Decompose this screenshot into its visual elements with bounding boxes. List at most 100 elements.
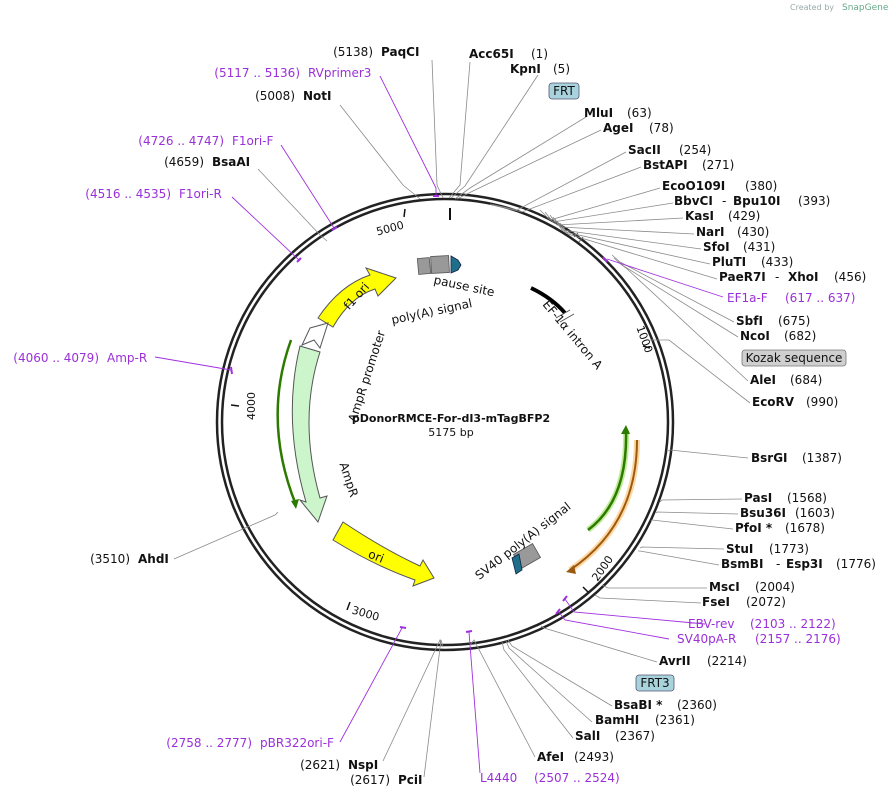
site-pos-pfoi: (1678) xyxy=(785,521,825,535)
site-name-fsei: FseI xyxy=(702,595,730,609)
frt3-label: FRT3 xyxy=(640,676,669,690)
primer-range-ebv-rev: (2103 .. 2122) xyxy=(750,617,836,631)
primer-name-ef1a-f: EF1a-F xyxy=(727,291,768,305)
site-pos-pcii: (2617) xyxy=(350,773,390,787)
ori-label: ori xyxy=(366,547,386,566)
primer-range-amp-r: (4060 .. 4079) xyxy=(13,351,99,365)
site-pos-ahdi: (3510) xyxy=(90,552,130,566)
ampr-promoter-label: AmpR promoter xyxy=(345,329,388,424)
primer-range-f1ori-f: (4726 .. 4747) xyxy=(138,134,224,148)
site-name-alei: AleI xyxy=(750,373,776,387)
site-sep-bsmbi: - xyxy=(776,557,780,571)
site-pos-ncoi: (682) xyxy=(784,329,816,343)
polya-signal-box xyxy=(416,257,432,275)
tick-label-5000: 5000 xyxy=(375,219,405,239)
site-name-nari: NarI xyxy=(696,225,725,239)
site-name-bsabi: BsaBI * xyxy=(614,698,663,712)
site-sep-paer7i: - xyxy=(775,270,779,284)
site-name-ecorv: EcoRV xyxy=(752,395,795,409)
site-name-noti: NotI xyxy=(303,89,332,103)
primer-range-f1ori-r: (4516 .. 4535) xyxy=(85,187,171,201)
site-pos-sali: (2367) xyxy=(615,729,655,743)
ampr-arrow xyxy=(291,345,328,524)
site-pos-bstapi: (271) xyxy=(702,158,734,172)
site-name-sali: SalI xyxy=(575,729,600,743)
tick-5000 xyxy=(403,208,406,218)
pause-site-arrowhead xyxy=(450,255,462,274)
site-name-paer7i: PaeR7I xyxy=(719,270,766,284)
ef1a-end-mark-2 xyxy=(559,313,575,323)
site-pos-msci: (2004) xyxy=(755,580,795,594)
primer-mark-amp-r xyxy=(230,366,233,375)
primer-mark-ebv-rev xyxy=(562,595,568,602)
backbone-outer xyxy=(215,192,675,652)
site-name-acc65i: Acc65I xyxy=(469,47,514,61)
enzyme-leader-lines xyxy=(173,59,751,778)
site-name-sacii: SacII xyxy=(628,143,661,157)
sv40-polya-arrowhead xyxy=(511,553,523,575)
site-name-msci: MscI xyxy=(709,580,740,594)
tick-3000 xyxy=(346,601,351,611)
site-pos-pasi: (1568) xyxy=(787,491,827,505)
site-name-bsu36i: Bsu36I xyxy=(740,506,786,520)
site-name-sfoi: SfoI xyxy=(703,240,730,254)
mtagbfp2-arrowhead xyxy=(566,565,576,574)
pause-site-box xyxy=(430,255,450,274)
site-name-avrii: AvrII xyxy=(659,654,691,668)
site-pos-nspi: (2621) xyxy=(300,758,340,772)
site-pos-paqci: (5138) xyxy=(333,45,373,59)
primer-range-rvprimer3: (5117 .. 5136) xyxy=(214,66,300,80)
site-pos-pluti: (433) xyxy=(761,255,793,269)
ampr-promoter-arrow xyxy=(300,322,329,350)
site-pos-bamhi: (2361) xyxy=(655,713,695,727)
created-by-text: Created by xyxy=(790,3,834,12)
site-pos-acc65i: (1) xyxy=(531,47,548,61)
primer-name-ebv-rev: EBV-rev xyxy=(688,617,734,631)
primer-name-sv40pa-r: SV40pA-R xyxy=(677,632,736,646)
site-pos-bbvci: (393) xyxy=(798,194,830,208)
site-pos-mlui: (63) xyxy=(627,106,652,120)
frt3-box xyxy=(635,674,675,692)
site-ticks xyxy=(573,232,584,243)
site-pos-ecorv: (990) xyxy=(806,395,838,409)
tick-label-4000: 4000 xyxy=(245,392,258,420)
site-name-ncoi: NcoI xyxy=(740,329,770,343)
primer-range-ef1a-f: (617 .. 637) xyxy=(785,291,855,305)
snapgene-logo-text: SnapGene xyxy=(842,3,889,13)
primer-name-rvprimer3: RVprimer3 xyxy=(308,66,371,80)
site-pos-fsei: (2072) xyxy=(746,595,786,609)
site-pos-bsabi: (2360) xyxy=(677,698,717,712)
ampr-orf-arrowhead xyxy=(291,499,299,509)
site-name-pfoi: PfoI * xyxy=(735,521,773,535)
frt-box xyxy=(548,82,580,100)
polya-signal-label: poly(A) signal xyxy=(390,296,473,327)
site-pos-stui: (1773) xyxy=(769,542,809,556)
green-orf-arrowhead xyxy=(621,425,630,434)
site-sep-bbvci: - xyxy=(722,194,726,208)
site-name-bsrgi: BsrGI xyxy=(751,451,788,465)
enzyme-labels: (5138) PaqCI Acc65I (1) KpnI (5) (5008) … xyxy=(90,45,876,787)
kozak-box xyxy=(741,349,847,367)
primer-name-amp-r: Amp-R xyxy=(107,351,147,365)
primer-mark-pbr322ori-f xyxy=(399,626,407,629)
site-pos-bsu36i: (1603) xyxy=(795,506,835,520)
site-name-bbvci: BbvCI xyxy=(674,194,713,208)
site-name-nspi: NspI xyxy=(348,758,378,772)
ef1a-end-mark xyxy=(555,309,571,319)
plasmid-size: 5175 bp xyxy=(428,426,473,439)
site-name-ahdi: AhdI xyxy=(138,552,169,566)
site-name-agei: AgeI xyxy=(603,121,633,135)
site-name-bstapi: BstAPI xyxy=(643,158,688,172)
primer-range-l4440: (2507 .. 2524) xyxy=(534,771,620,785)
tick-1000 xyxy=(642,345,651,349)
site-name-esp3i: Esp3I xyxy=(786,557,823,571)
site-pos-avrii: (2214) xyxy=(707,654,747,668)
site-pos-noti: (5008) xyxy=(255,89,295,103)
site-pos-paer7i: (456) xyxy=(834,270,866,284)
kozak-label: Kozak sequence xyxy=(746,351,843,365)
tick-4000 xyxy=(230,404,240,407)
primer-range-sv40pa-r: (2157 .. 2176) xyxy=(755,632,841,646)
sv40-polya-label: SV40 poly(A) signal xyxy=(473,499,574,582)
green-orf-arc xyxy=(587,429,628,531)
